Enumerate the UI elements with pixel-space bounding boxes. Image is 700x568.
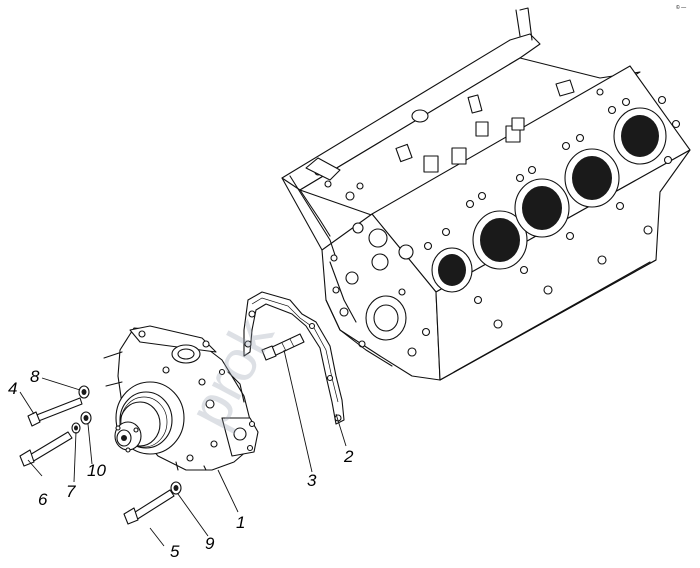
washer-7 xyxy=(71,422,81,434)
callout-5: 5 xyxy=(170,542,180,561)
leader-lines xyxy=(19,349,347,547)
callout-8: 8 xyxy=(30,367,40,386)
callout-7: 7 xyxy=(66,482,76,501)
callout-2: 2 xyxy=(343,447,354,466)
bolt-3 xyxy=(261,333,305,361)
callout-1: 1 xyxy=(236,513,245,532)
callout-4: 4 xyxy=(8,379,17,398)
callout-labels: 1 2 3 4 5 6 7 8 9 10 xyxy=(8,367,354,561)
washer-8 xyxy=(78,385,90,399)
callout-3: 3 xyxy=(307,471,317,490)
bolt-5 xyxy=(123,489,175,525)
washer-9 xyxy=(170,481,182,495)
callout-10: 10 xyxy=(87,461,106,480)
engine-block xyxy=(281,7,691,381)
corner-mark: © — xyxy=(676,4,686,11)
callout-6: 6 xyxy=(38,490,48,509)
callout-9: 9 xyxy=(205,534,215,553)
pump-assembly xyxy=(103,325,259,471)
washer-10 xyxy=(80,411,92,425)
bolt-4 xyxy=(27,397,83,427)
bolt-6 xyxy=(19,431,73,467)
